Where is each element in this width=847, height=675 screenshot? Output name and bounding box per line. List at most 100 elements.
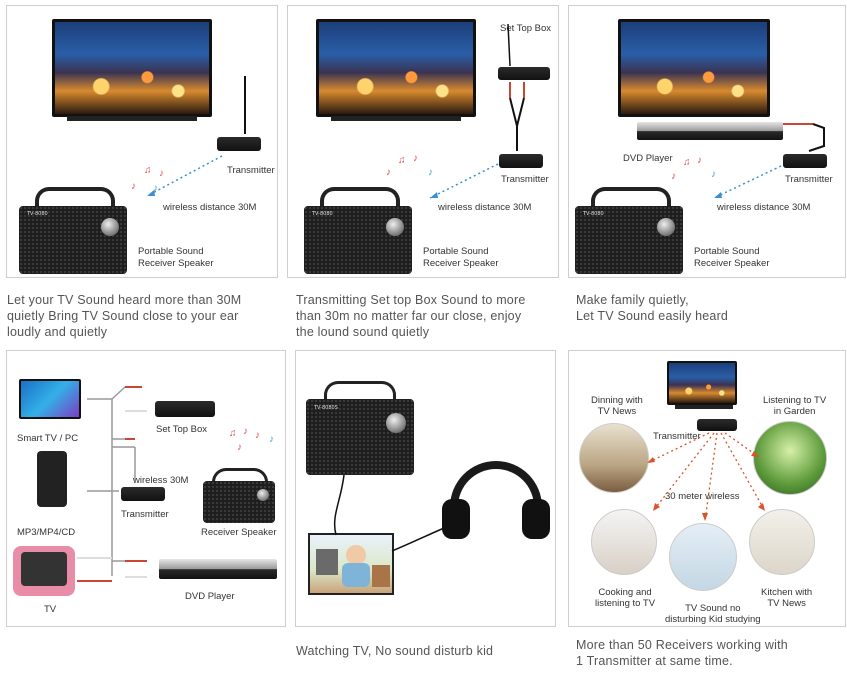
dvd-player-image [159, 559, 277, 579]
kitchen-photo [749, 509, 815, 575]
speaker-label-line2: Receiver Speaker [423, 258, 499, 269]
crt-tv-image [13, 546, 75, 596]
speaker-handle [212, 468, 268, 488]
dvd-player-label: DVD Player [185, 591, 235, 602]
music-note-icon: ♪ [413, 153, 418, 164]
panel-tv-transmitter: Transmitter wireless distance 30M TV-808… [6, 5, 278, 278]
caption-panel-3: Make family quietly,Let TV Sound easily … [576, 293, 729, 323]
speaker-label-line1: Portable Sound [423, 246, 489, 257]
music-note-icon: ♪ [386, 167, 391, 178]
wireless-distance-label: wireless distance 30M [438, 202, 532, 213]
set-top-box-label: Set Top Box [156, 424, 208, 435]
tv-image [618, 19, 770, 117]
speaker-handle [35, 187, 115, 215]
tv-image [667, 361, 737, 405]
speaker-brand: TV-8080S [314, 405, 338, 411]
transmitter-image [121, 487, 165, 501]
music-note-icon: ♪ [153, 183, 158, 194]
set-top-box-image [155, 401, 215, 417]
speaker-handle [324, 381, 396, 405]
receiver-speaker-label: Receiver Speaker [201, 527, 277, 538]
dinning-photo [579, 423, 649, 493]
tv-stand [67, 116, 197, 121]
tv-label: TV [44, 604, 57, 615]
music-note-icon: ♫ [683, 157, 691, 168]
transmitter-label: Transmitter [227, 165, 275, 176]
mp3-player-image [37, 451, 67, 507]
receiver-speaker-image: TV-8080 [19, 206, 127, 274]
music-note-icon: ♪ [237, 442, 242, 453]
music-note-icon: ♪ [671, 171, 676, 182]
transmitter-label: Transmitter [785, 174, 833, 185]
receiver-speaker-image: TV-8080 [575, 206, 683, 274]
set-top-box-image [498, 67, 550, 80]
speaker-label-line1: Portable Sound [138, 246, 204, 257]
set-top-box-label: Set Top Box [500, 23, 552, 34]
speaker-knob [257, 489, 269, 501]
speaker-knob [386, 413, 406, 433]
music-note-icon: ♪ [428, 167, 433, 178]
speaker-brand: TV-8080 [312, 211, 333, 217]
headphones-image [442, 461, 550, 541]
speaker-brand: TV-8080 [583, 211, 604, 217]
speaker-label-line2: Receiver Speaker [694, 258, 770, 269]
music-note-icon: ♪ [159, 168, 164, 179]
cooking-photo [591, 509, 657, 575]
transmitter-image [783, 154, 827, 168]
dvd-player-label: DVD Player [623, 153, 673, 164]
tv-image [316, 19, 476, 117]
kid-watching-tv-image [308, 533, 394, 595]
music-note-icon: ♪ [269, 434, 274, 445]
transmitter-image [217, 137, 261, 151]
caption-panel-5: Watching TV, No sound disturb kid [296, 644, 494, 658]
dvd-player-image [637, 122, 783, 140]
music-note-icon: ♪ [255, 430, 260, 441]
speaker-handle [320, 187, 400, 215]
music-note-icon: ♫ [398, 155, 406, 166]
music-note-icon: ♪ [697, 155, 702, 166]
transmitter-label: Transmitter [121, 509, 169, 520]
speaker-label-line2: Receiver Speaker [138, 258, 214, 269]
panel-headphones: TV-8080S [295, 350, 556, 627]
tv-image [52, 19, 212, 117]
wireless-distance-label: wireless distance 30M [163, 202, 257, 213]
music-note-icon: ♫ [229, 428, 237, 439]
mp3-label: MP3/MP4/CD [17, 527, 76, 538]
transmitter-label: Transmitter [501, 174, 549, 185]
speaker-knob [657, 218, 675, 236]
music-note-icon: ♫ [144, 165, 152, 176]
receiver-speaker-image: TV-8080S [306, 399, 414, 475]
panel-settop-transmitter: Set Top Box Transmitter wireless distanc… [287, 5, 559, 278]
tv-stand [331, 116, 461, 121]
wireless-label: wireless 30M [133, 475, 189, 486]
transmitter-image [499, 154, 543, 168]
smart-tv-label: Smart TV / PC [17, 433, 79, 444]
panel-dvd-transmitter: DVD Player Transmitter wireless distance… [568, 5, 846, 278]
music-note-icon: ♪ [711, 169, 716, 180]
wireless-distance-label: wireless distance 30M [717, 202, 811, 213]
speaker-knob [386, 218, 404, 236]
music-note-icon: ♪ [131, 181, 136, 192]
transmitter-label: Transmitter [653, 431, 701, 442]
speaker-brand: TV-8080 [27, 211, 48, 217]
music-note-icon: ♪ [243, 426, 248, 437]
smart-tv-image [19, 379, 81, 419]
speaker-label-line1: Portable Sound [694, 246, 760, 257]
tv-stand [675, 405, 733, 409]
speaker-handle [591, 187, 671, 215]
panel-multi-source: Smart TV / PC MP3/MP4/CD TV Set Top Box … [6, 350, 286, 627]
garden-photo [753, 421, 827, 495]
kid-studying-photo [669, 523, 737, 591]
speaker-knob [101, 218, 119, 236]
wireless-label: 30 meter wireless [665, 491, 740, 502]
transmitter-image [697, 419, 737, 431]
